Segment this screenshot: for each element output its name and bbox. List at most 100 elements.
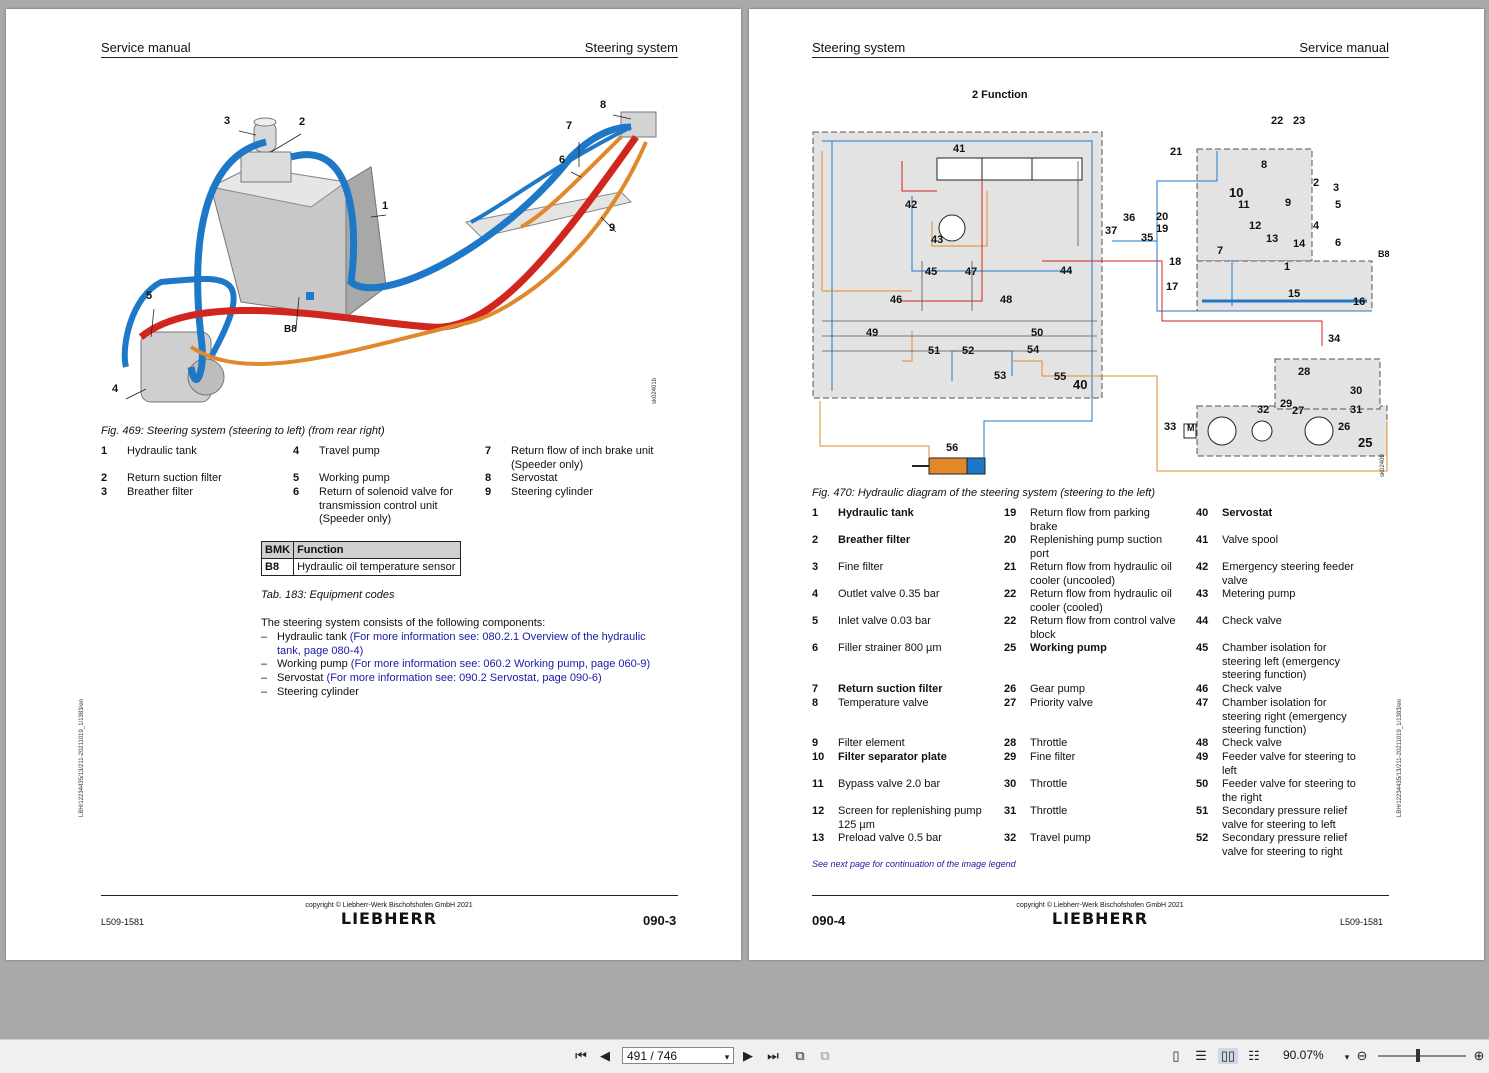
diagram-label: M [1187,423,1195,433]
diagram-label: 7 [1217,245,1224,257]
callout-1: 1 [382,200,389,212]
diagram-label: 50 [1031,327,1044,339]
page-number-input[interactable]: 491 / 746 [622,1047,734,1064]
diagram-label: 20 [1156,211,1169,223]
liebherr-logo: LIEBHERR [1051,909,1149,928]
single-page-icon[interactable]: ▯ [1172,1048,1180,1063]
viewer-toolbar: ⏮ ◀ 491 / 746 ▾ ▶ ⏭ ⧉ ⧉ ▯ ☰ ▯▯ ☷ 90.07% … [0,1039,1489,1073]
diagram-label: 17 [1166,281,1179,293]
diagram-label: 26 [1338,421,1351,433]
diagram-label: 47 [965,266,978,278]
last-page-icon[interactable]: ⏭ [767,1048,779,1063]
steering-system-illustration [121,111,657,403]
left-page: Service manual Steering system [6,9,741,960]
continuous-icon[interactable]: ☰ [1195,1048,1207,1063]
diagram-label: 18 [1169,256,1182,268]
two-page-continuous-icon[interactable]: ☷ [1248,1048,1260,1063]
diagram-label: 43 [931,234,944,246]
diagram-label: 25 [1358,435,1373,450]
footer-doc-number: L509-1581 [1340,917,1384,927]
diagram-label: 55 [1054,371,1067,383]
diagram-label: 49 [866,327,879,339]
section-title: 2 Function [972,89,1028,101]
diagram-label: 9 [1285,197,1292,209]
table-cell: B8 [260,558,295,576]
diagram-label: 51 [928,345,941,357]
callout-6: 6 [559,154,566,166]
copyright: copyright © Liebherr-Werk Bischofshofen … [305,902,473,909]
zoom-dropdown-icon[interactable]: ▾ [1344,1052,1350,1062]
equipment-codes-table: BMK Function B8 Hydraulic oil temperatur… [260,541,462,576]
header-rule [101,57,678,58]
diagram-label: 15 [1288,288,1301,300]
document-side-code: LBH/12234435/13/211-20211019_1/1383/en [79,699,85,817]
diagram-label: 56 [946,442,959,454]
figure-code: sk02401b [652,377,658,404]
diagram-label: 35 [1141,232,1154,244]
diagram-label: 16 [1353,296,1366,308]
footer-rule [101,895,678,896]
diagram-label: 33 [1164,421,1177,433]
cross-reference-link[interactable]: (For more information see: 090.2 Servost… [326,672,602,684]
copy-icon[interactable]: ⧉ [795,1048,805,1063]
diagram-label: 23 [1293,115,1306,127]
list-item: –Steering cylinder [261,686,359,698]
callout-5: 5 [146,290,153,302]
callout-7: 7 [566,120,573,132]
diagram-label: 5 [1335,199,1342,211]
diagram-label: 14 [1293,238,1306,250]
header-rule [812,57,1389,58]
diagram-label: 19 [1156,223,1169,235]
footer-rule [812,895,1389,896]
table-header-row: BMK Function [260,541,462,559]
zoom-slider[interactable] [1378,1055,1466,1057]
page-number: 090-4 [812,913,846,928]
chevron-down-icon[interactable]: ▾ [724,1052,730,1062]
diagram-label: 37 [1105,225,1118,237]
table-header: Function [293,541,462,559]
cross-reference-link[interactable]: (For more information see: 060.2 Working… [350,658,651,670]
zoom-in-icon[interactable]: ⊕ [1473,1048,1485,1063]
zoom-level[interactable]: 90.07% [1283,1048,1324,1062]
page-header-right: Steering system [584,40,678,55]
list-item: –Working pump (For more information see:… [261,658,651,670]
diagram-label: 8 [1261,159,1268,171]
diagram-label: 1 [1284,261,1291,273]
diagram-label: 2 [1313,177,1320,189]
callout-8: 8 [600,99,607,111]
next-page-icon[interactable]: ▶ [743,1048,753,1063]
page-header-left: Service manual [101,40,191,55]
diagram-label: 34 [1328,333,1341,345]
diagram-label: 29 [1280,398,1293,410]
diagram-label: 40 [1073,377,1088,392]
diagram-label: 42 [905,199,918,211]
diagram-label: 30 [1350,385,1363,397]
diagram-label: 3 [1333,182,1340,194]
two-page-icon[interactable]: ▯▯ [1218,1048,1238,1064]
table-row: B8 Hydraulic oil temperature sensor [260,558,462,576]
prev-page-icon[interactable]: ◀ [600,1048,610,1063]
diagram-label: 6 [1335,237,1342,249]
diagram-label: 46 [890,294,903,306]
first-page-icon[interactable]: ⏮ [575,1048,587,1063]
diagram-label: 48 [1000,294,1013,306]
diagram-label: 4 [1313,220,1320,232]
zoom-slider-handle[interactable] [1416,1049,1420,1062]
diagram-label: 52 [962,345,975,357]
diagram-label: 28 [1298,366,1311,378]
page-header-right: Service manual [1299,40,1389,55]
diagram-label: 10 [1229,185,1244,200]
cross-reference-link[interactable]: (For more information see: 080.2.1 Overv… [277,631,646,657]
liebherr-logo: LIEBHERR [340,909,438,928]
table-caption: Tab. 183: Equipment codes [261,589,395,601]
copyright: copyright © Liebherr-Werk Bischofshofen … [1016,902,1184,909]
page-header-left: Steering system [812,40,906,55]
callout-9: 9 [609,222,616,234]
diagram-label: 45 [925,266,938,278]
paste-icon[interactable]: ⧉ [820,1048,830,1063]
diagram-label: 44 [1060,265,1073,277]
diagram-label: 36 [1123,212,1136,224]
zoom-out-icon[interactable]: ⊖ [1356,1048,1368,1063]
continuation-note: See next page for continuation of the im… [812,859,1016,869]
intro-text: The steering system consists of the foll… [261,617,546,629]
